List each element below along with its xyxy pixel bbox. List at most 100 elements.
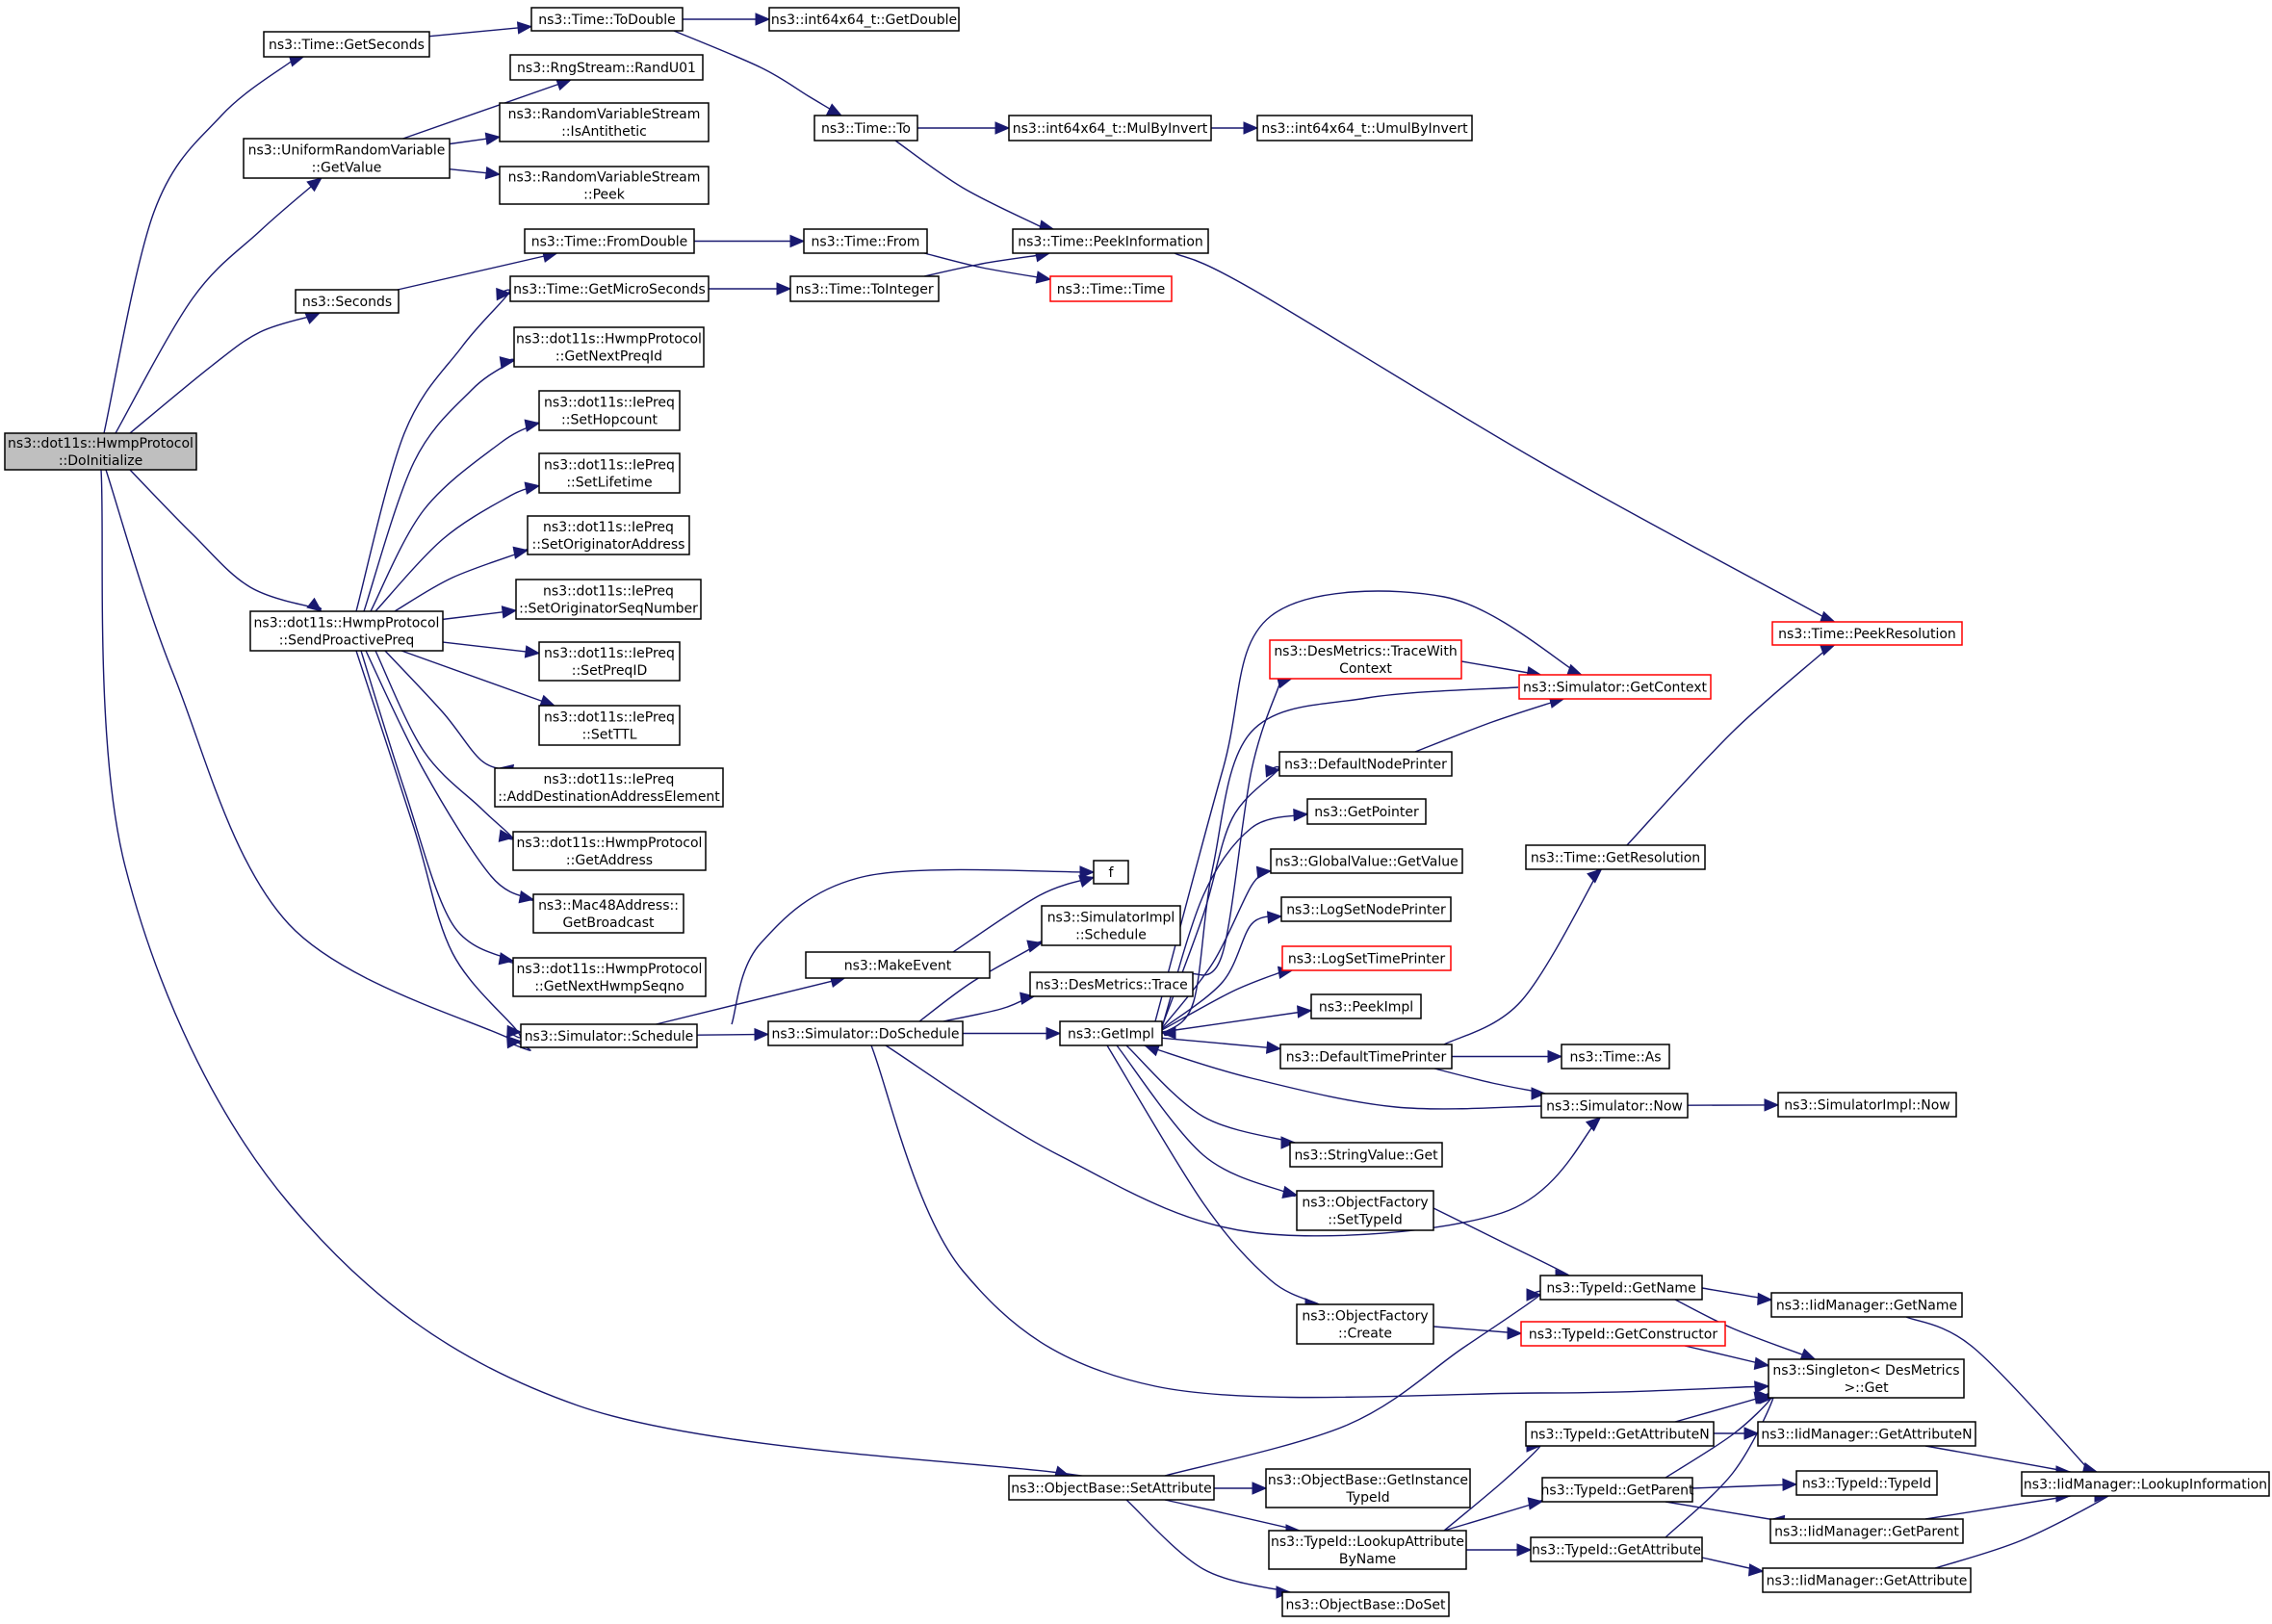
edge-getSeconds-to-toDouble <box>428 21 533 38</box>
arrowhead-icon <box>506 1024 523 1039</box>
node-peekImpl[interactable]: ns3::PeekImpl <box>1310 993 1422 1019</box>
arrowhead-icon <box>1587 868 1603 884</box>
node-getResolution[interactable]: ns3::Time::GetResolution <box>1525 844 1706 870</box>
node-root[interactable]: ns3::dot11s::HwmpProtocol::DoInitialize <box>4 432 197 471</box>
node-seconds[interactable]: ns3::Seconds <box>295 289 400 314</box>
node-randU01[interactable]: ns3::RngStream::RandU01 <box>509 54 704 81</box>
node-toInteger[interactable]: ns3::Time::ToInteger <box>789 275 940 302</box>
node-timeTo[interactable]: ns3::Time::To <box>813 115 918 142</box>
node-singletonGet[interactable]: ns3::Singleton< DesMetrics>::Get <box>1768 1358 1965 1399</box>
node-setHopcount[interactable]: ns3::dot11s::IePreq::SetHopcount <box>538 390 681 431</box>
arrowhead-icon <box>496 287 512 301</box>
node-implNow[interactable]: ns3::SimulatorImpl::Now <box>1777 1092 1957 1118</box>
node-typeGetParent[interactable]: ns3::TypeId::GetParent <box>1541 1477 1694 1503</box>
node-getPointer[interactable]: ns3::GetPointer <box>1306 798 1427 825</box>
node-box <box>1041 905 1181 946</box>
node-getNextPreqId[interactable]: ns3::dot11s::HwmpProtocol::GetNextPreqId <box>513 326 705 368</box>
node-fromDouble[interactable]: ns3::Time::FromDouble <box>524 228 695 254</box>
edge-uniformGetValue-to-isAntithetic <box>449 132 502 145</box>
arrowhead-icon <box>538 694 556 708</box>
node-logSetNodePrinter[interactable]: ns3::LogSetNodePrinter <box>1280 896 1452 922</box>
node-getSeconds[interactable]: ns3::Time::GetSeconds <box>263 31 430 58</box>
node-factoryCreate[interactable]: ns3::ObjectFactory::Create <box>1296 1303 1434 1345</box>
node-getDouble[interactable]: ns3::int64x64_t::GetDouble <box>768 7 960 32</box>
node-timeFrom[interactable]: ns3::Time::From <box>803 228 928 254</box>
edge-sendProactivePreq-to-addDest <box>384 650 515 778</box>
node-label: ::IsAntithetic <box>561 124 647 140</box>
arrowhead-icon <box>1281 1185 1299 1199</box>
node-label: GetBroadcast <box>562 915 655 931</box>
node-doSchedule[interactable]: ns3::Simulator::DoSchedule <box>767 1020 964 1046</box>
node-label: ns3::DefaultTimePrinter <box>1286 1050 1447 1066</box>
node-setAttribute[interactable]: ns3::ObjectBase::SetAttribute <box>1008 1475 1215 1501</box>
node-timeTime[interactable]: ns3::Time::Time <box>1049 275 1173 302</box>
node-addDest[interactable]: ns3::dot11s::IePreq::AddDestinationAddre… <box>494 767 724 808</box>
node-getImpl[interactable]: ns3::GetImpl <box>1059 1020 1163 1046</box>
node-peekInformation[interactable]: ns3::Time::PeekInformation <box>1012 228 1209 254</box>
node-isAntithetic[interactable]: ns3::RandomVariableStream::IsAntithetic <box>499 102 710 142</box>
node-logSetTimePrinter[interactable]: ns3::LogSetTimePrinter <box>1281 945 1452 971</box>
node-iidGetParent[interactable]: ns3::IidManager::GetParent <box>1769 1518 1964 1544</box>
node-setPreqID[interactable]: ns3::dot11s::IePreq::SetPreqID <box>538 641 681 682</box>
node-typeGetName[interactable]: ns3::TypeId::GetName <box>1539 1275 1703 1301</box>
node-setTypeId[interactable]: ns3::ObjectFactory::SetTypeId <box>1296 1190 1434 1231</box>
node-getMicroSeconds[interactable]: ns3::Time::GetMicroSeconds <box>509 275 710 302</box>
node-lookupInformation[interactable]: ns3::IidManager::LookupInformation <box>2021 1471 2270 1497</box>
node-box <box>1281 1591 1450 1617</box>
node-typeIdTypeId[interactable]: ns3::TypeId::TypeId <box>1795 1470 1938 1496</box>
node-getBroadcast[interactable]: ns3::Mac48Address::GetBroadcast <box>532 893 684 934</box>
node-iidGetAttributeN[interactable]: ns3::IidManager::GetAttributeN <box>1757 1421 1976 1447</box>
node-stringGet[interactable]: ns3::StringValue::Get <box>1289 1142 1443 1168</box>
arrowhead-icon <box>524 645 541 658</box>
node-label: ns3::Mac48Address:: <box>538 898 679 914</box>
node-box <box>513 326 705 368</box>
node-schedule[interactable]: ns3::Simulator::Schedule <box>520 1023 698 1048</box>
node-makeEvent[interactable]: ns3::MakeEvent <box>805 951 991 979</box>
node-label: ns3::Simulator::Schedule <box>525 1029 694 1044</box>
edge-getImpl-to-factoryCreate <box>1106 1044 1321 1311</box>
arrowhead-icon <box>498 952 515 966</box>
node-doSet[interactable]: ns3::ObjectBase::DoSet <box>1281 1591 1450 1617</box>
node-getNextHwmpSeqno[interactable]: ns3::dot11s::HwmpProtocol::GetNextHwmpSe… <box>512 957 707 997</box>
node-sendProactivePreq[interactable]: ns3::dot11s::HwmpProtocol::SendProactive… <box>249 610 444 652</box>
node-label: ns3::dot11s::IePreq <box>544 710 675 726</box>
node-getAddress[interactable]: ns3::dot11s::HwmpProtocol::GetAddress <box>512 831 707 871</box>
node-setOriginatorSeqNumber[interactable]: ns3::dot11s::IePreq::SetOriginatorSeqNum… <box>515 579 702 620</box>
node-iidGetName[interactable]: ns3::IidManager::GetName <box>1770 1292 1963 1318</box>
node-peekResolution[interactable]: ns3::Time::PeekResolution <box>1771 621 1963 646</box>
node-getContext[interactable]: ns3::Simulator::GetContext <box>1518 674 1712 700</box>
node-mulByInvert[interactable]: ns3::int64x64_t::MulByInvert <box>1008 115 1212 142</box>
node-uniformGetValue[interactable]: ns3::UniformRandomVariable::GetValue <box>243 138 451 179</box>
node-setLifetime[interactable]: ns3::dot11s::IePreq::SetLifetime <box>538 452 681 494</box>
edge-line <box>885 1044 1605 1237</box>
edge-sendProactivePreq-to-setOriginatorAddress <box>394 546 529 612</box>
node-simNow[interactable]: ns3::Simulator::Now <box>1540 1093 1689 1119</box>
node-typeGetAttributeN[interactable]: ns3::TypeId::GetAttributeN <box>1525 1421 1715 1447</box>
node-implSchedule[interactable]: ns3::SimulatorImpl::Schedule <box>1041 905 1181 946</box>
arrowhead-icon <box>304 312 322 324</box>
edge-line <box>1161 869 1270 1029</box>
edge-sendProactivePreq-to-setPreqID <box>442 641 541 658</box>
node-setTTL[interactable]: ns3::dot11s::IePreq::SetTTL <box>538 705 681 746</box>
node-timeAs[interactable]: ns3::Time::As <box>1561 1044 1670 1070</box>
edge-line <box>442 611 503 621</box>
node-desTrace[interactable]: ns3::DesMetrics::Trace <box>1029 971 1194 997</box>
node-getConstructor[interactable]: ns3::TypeId::GetConstructor <box>1520 1321 1726 1347</box>
node-typeGetAttribute[interactable]: ns3::TypeId::GetAttribute <box>1530 1536 1703 1562</box>
node-box <box>1771 621 1963 646</box>
node-setOriginatorAddress[interactable]: ns3::dot11s::IePreq::SetOriginatorAddres… <box>527 515 690 555</box>
node-umulByInvert[interactable]: ns3::int64x64_t::UmulByInvert <box>1256 115 1473 142</box>
node-defaultTimePrinter[interactable]: ns3::DefaultTimePrinter <box>1279 1044 1453 1070</box>
edge-line <box>656 980 832 1025</box>
node-toDouble[interactable]: ns3::Time::ToDouble <box>530 7 684 32</box>
node-label: ::SetTypeId <box>1328 1213 1403 1228</box>
node-iidGetAttribute[interactable]: ns3::IidManager::GetAttribute <box>1762 1567 1972 1593</box>
node-peek[interactable]: ns3::RandomVariableStream::Peek <box>499 166 710 205</box>
node-f[interactable]: f <box>1093 860 1129 885</box>
node-defaultNodePrinter[interactable]: ns3::DefaultNodePrinter <box>1278 751 1453 777</box>
edge-lookupAttributeByName-to-typeGetParent <box>1443 1497 1546 1532</box>
node-globalGetValue[interactable]: ns3::GlobalValue::GetValue <box>1270 848 1463 874</box>
